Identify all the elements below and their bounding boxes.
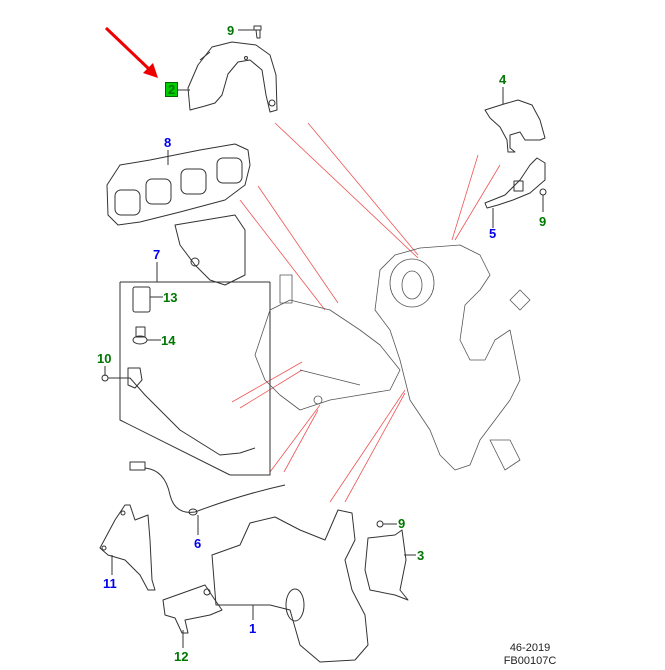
part-2-heat-shield[interactable] bbox=[187, 41, 278, 113]
callout-2-highlighted[interactable]: 2 bbox=[165, 82, 179, 97]
callout-1[interactable]: 1 bbox=[249, 621, 257, 636]
callout-8[interactable]: 8 bbox=[164, 135, 172, 150]
engine-assembly bbox=[254, 244, 531, 471]
part-9-bolt-lower[interactable] bbox=[376, 520, 384, 528]
callout-9-top[interactable]: 9 bbox=[227, 23, 235, 38]
callout-11[interactable]: 11 bbox=[103, 576, 117, 591]
callout-7[interactable]: 7 bbox=[153, 247, 161, 262]
red-arrow-icon bbox=[104, 26, 158, 78]
part-12-sensor[interactable] bbox=[132, 286, 151, 313]
callout-3[interactable]: 3 bbox=[417, 548, 425, 563]
callout-leaders bbox=[104, 29, 544, 648]
part-5-bracket[interactable] bbox=[484, 157, 546, 209]
part-11-bracket[interactable] bbox=[99, 504, 156, 591]
footer-figure-id: FB00107C bbox=[503, 655, 557, 667]
part-1-heat-shield[interactable] bbox=[211, 509, 369, 663]
egr-pipe bbox=[108, 367, 256, 456]
callout-9-right[interactable]: 9 bbox=[539, 214, 547, 229]
part-9-bolt-top[interactable] bbox=[253, 25, 262, 39]
callout-13[interactable]: 12 bbox=[174, 649, 189, 664]
callout-10[interactable]: 10 bbox=[97, 351, 112, 366]
callout-4[interactable]: 4 bbox=[499, 72, 507, 87]
part-3-heat-shield[interactable] bbox=[364, 529, 409, 601]
part-13-bracket[interactable] bbox=[162, 584, 223, 634]
part-7-kit-box bbox=[119, 281, 271, 476]
leader-lines bbox=[231, 122, 501, 503]
footer-date-code: 46-2019 bbox=[509, 642, 551, 654]
part-14-sensor[interactable] bbox=[132, 326, 148, 345]
callout-12[interactable]: 13 bbox=[163, 290, 178, 305]
callout-5[interactable]: 5 bbox=[489, 226, 497, 241]
callout-9-lower[interactable]: 9 bbox=[398, 516, 406, 531]
part-9-bolt-right[interactable] bbox=[539, 188, 547, 196]
part-8-manifold-gasket[interactable] bbox=[106, 143, 251, 286]
part-4-bracket[interactable] bbox=[484, 99, 546, 153]
callout-6[interactable]: 6 bbox=[194, 536, 202, 551]
callout-14[interactable]: 14 bbox=[161, 333, 176, 348]
part-6-temperature-sensor[interactable] bbox=[129, 461, 286, 516]
